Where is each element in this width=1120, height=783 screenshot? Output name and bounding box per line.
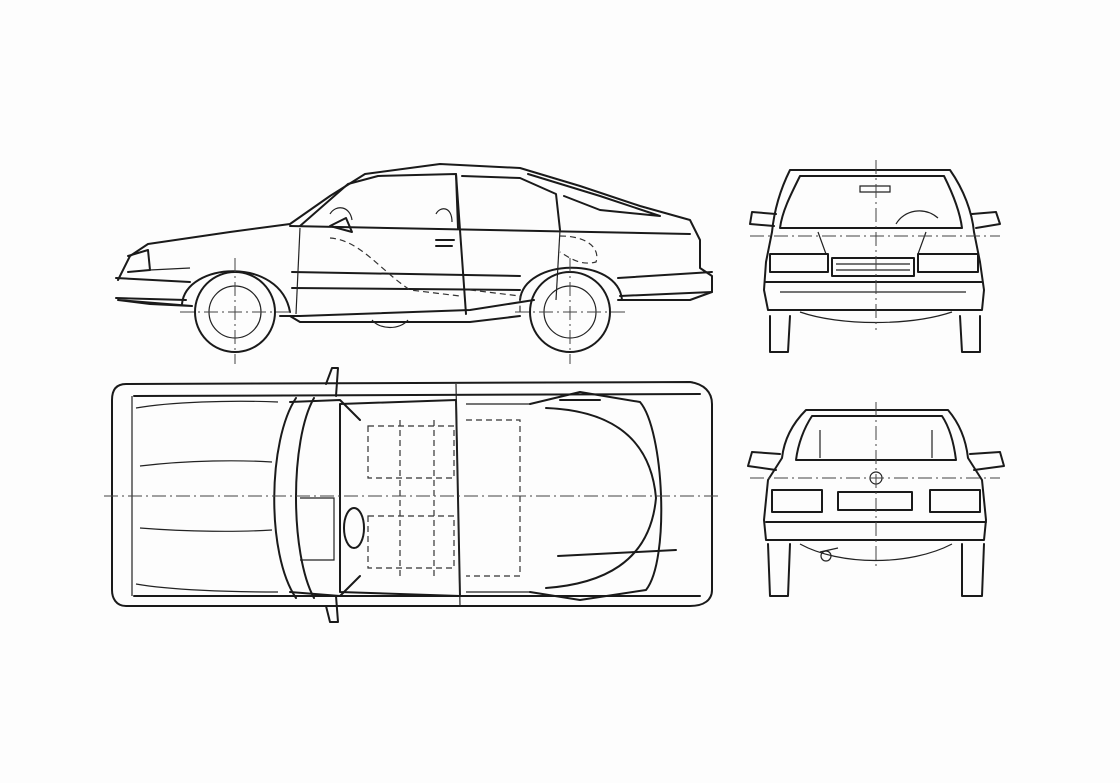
top-view — [104, 367, 720, 623]
front-view — [749, 160, 1001, 353]
side-view — [115, 163, 713, 364]
rear-view — [747, 402, 1005, 597]
